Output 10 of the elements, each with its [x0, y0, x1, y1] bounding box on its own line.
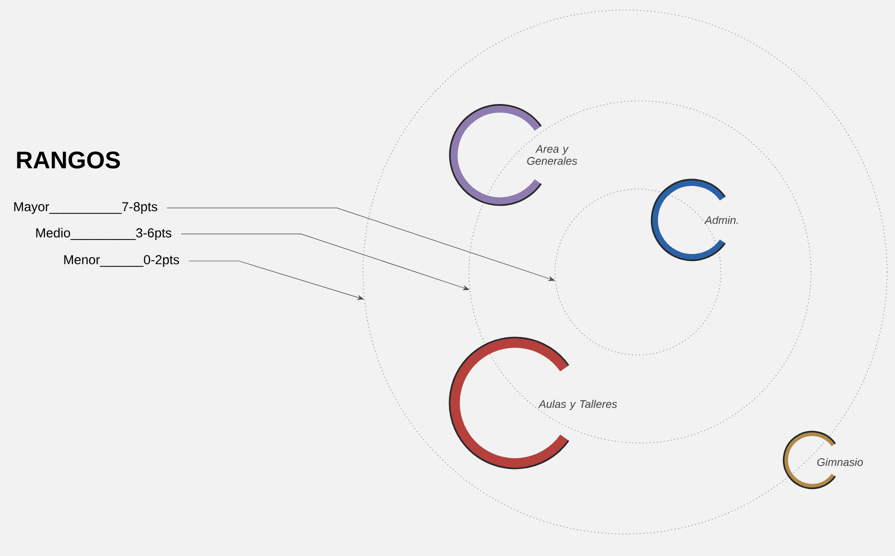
c-ring-label: Gimnasio: [782, 430, 863, 490]
c-ring-label: Area y Generales: [449, 104, 578, 206]
c-ring-label: Admin.: [650, 178, 738, 262]
title: RANGOS: [17, 152, 120, 168]
legend-row: Menor______0-2pts: [64, 255, 180, 267]
legend-row: Mayor__________7-8pts: [14, 202, 158, 214]
dotted-ring: [468, 100, 812, 444]
dotted-ring: [362, 10, 888, 534]
legend-row: Medio_________3-6pts: [36, 228, 172, 240]
c-ring-label: Aulas y Talleres: [448, 336, 617, 470]
